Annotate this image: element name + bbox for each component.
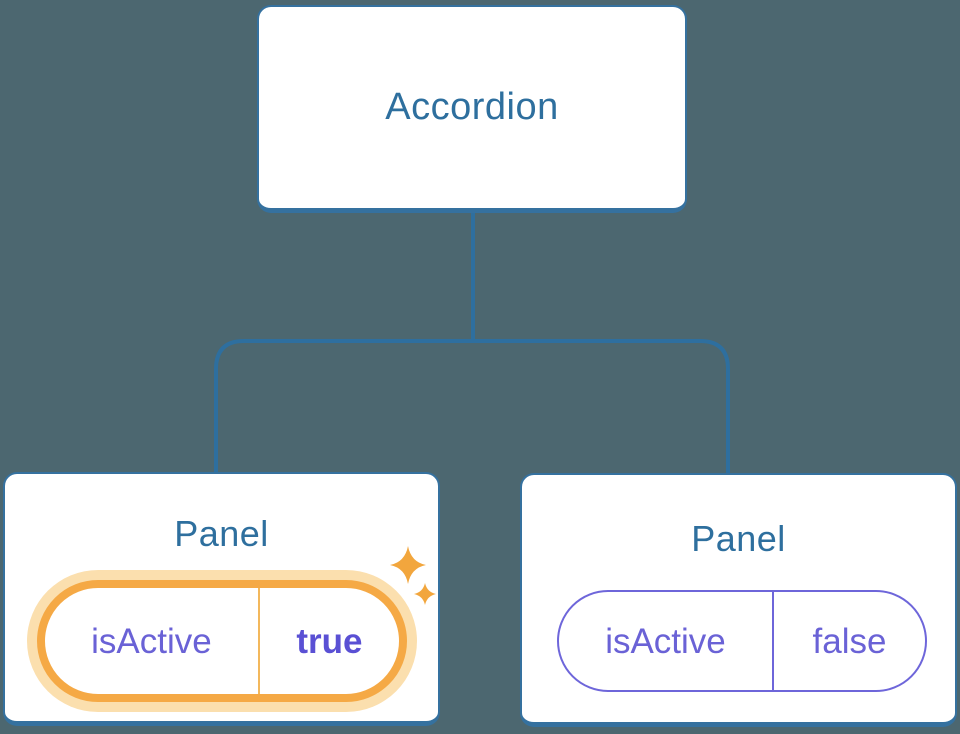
accordion-node: Accordion xyxy=(257,5,687,213)
sparkle-icon xyxy=(390,546,436,605)
pill-divider xyxy=(257,588,260,694)
prop-name-label: isActive xyxy=(91,621,212,661)
prop-value-label: false xyxy=(812,621,887,661)
prop-name-label: isActive xyxy=(605,621,726,661)
panel-node-label: Panel xyxy=(691,518,786,559)
panel-node-active: Panel isActive true xyxy=(3,472,440,726)
pill-divider xyxy=(771,592,774,690)
connector-bracket xyxy=(214,339,730,473)
state-pill-inactive: isActive false xyxy=(557,590,927,692)
panel-node-label: Panel xyxy=(174,513,269,554)
panel-node-inactive: Panel isActive false xyxy=(520,473,957,727)
prop-value-label: true xyxy=(296,621,363,661)
state-pill-active: isActive true xyxy=(37,580,407,702)
accordion-node-label: Accordion xyxy=(385,86,559,128)
